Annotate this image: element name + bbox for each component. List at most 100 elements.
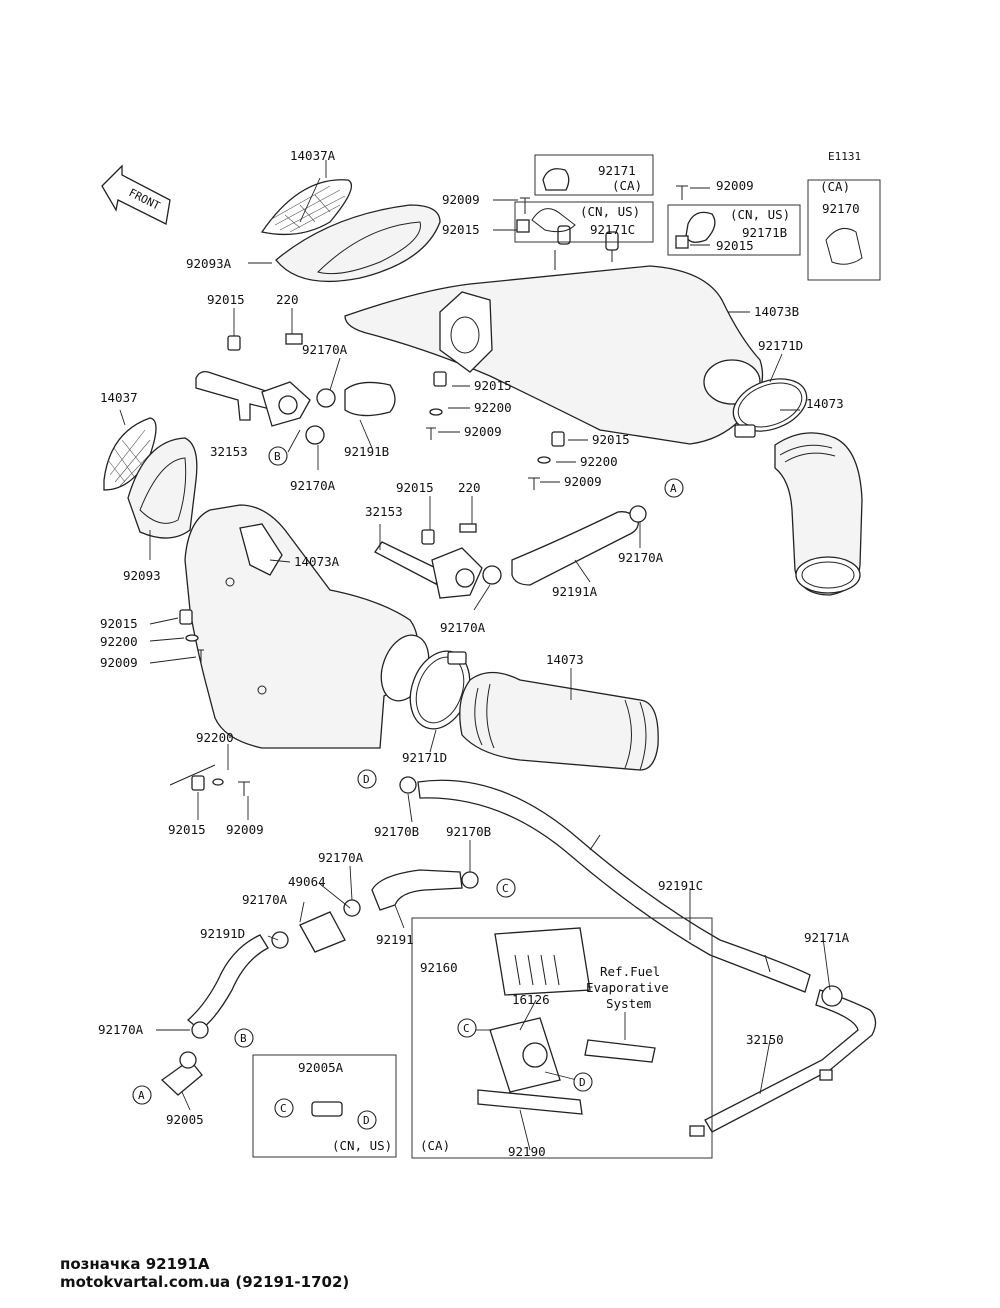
label-92015-h: 92015: [168, 822, 206, 837]
label-92015-e: 92015: [592, 432, 630, 447]
part-92191-hose: [371, 869, 479, 911]
label-92015-f: 92015: [396, 480, 434, 495]
part-92093-inlet-left: [127, 437, 198, 539]
part-92190-hose: [477, 1089, 583, 1115]
label-92170A-g: 92170A: [98, 1022, 144, 1037]
part-92171-ca-clamp: [542, 168, 570, 191]
label-220-b: 220: [458, 480, 481, 495]
label-92009-b: 92009: [716, 178, 754, 193]
label-16126: 16126: [512, 992, 550, 1007]
part-49064-filter: [271, 899, 361, 953]
box-92005A: [252, 1054, 397, 1158]
callout-a-1: A: [664, 478, 684, 498]
svg-text:C: C: [280, 1102, 287, 1115]
box-92171B-cnus: [667, 204, 801, 256]
label-cn-us-1: (CN, US): [580, 204, 640, 219]
label-92009-a: 92009: [442, 192, 480, 207]
hardware-middle: [426, 371, 565, 490]
part-92005A-joint: [311, 1101, 343, 1117]
label-92171D-b: 92171D: [402, 750, 447, 765]
label-92191A: 92191A: [552, 584, 598, 599]
label-92009-f: 92009: [226, 822, 264, 837]
part-92171C-bracket: [531, 208, 576, 233]
label-ref-fuel-2: Evaporative: [586, 980, 669, 995]
box-92170-ca: [807, 179, 881, 281]
callout-a-2: A: [132, 1085, 152, 1105]
label-92160: 92160: [420, 960, 458, 975]
label-92170B-a: 92170B: [374, 824, 419, 839]
label-92171-ca: 92171: [598, 163, 636, 178]
label-92200-b: 92200: [580, 454, 618, 469]
label-92170A-e: 92170A: [318, 850, 364, 865]
label-92170-box: 92170: [822, 201, 860, 216]
label-92093: 92093: [123, 568, 161, 583]
hardware-left: [169, 609, 250, 796]
box-92171-ca: [534, 154, 654, 196]
svg-text:C: C: [502, 882, 509, 895]
label-92170A-a: 92170A: [302, 342, 348, 357]
label-92015-b: 92015: [716, 238, 754, 253]
label-14037: 14037: [100, 390, 138, 405]
callout-b-1: B: [268, 446, 288, 466]
svg-text:D: D: [363, 773, 370, 786]
callout-c-2: C: [457, 1018, 477, 1038]
label-92015-d: 92015: [474, 378, 512, 393]
part-14073-duct-lower: [459, 671, 659, 771]
label-14073A: 14073A: [294, 554, 340, 569]
svg-text:B: B: [274, 450, 281, 463]
label-ca-1: (CA): [612, 178, 642, 193]
label-92171B: 92171B: [742, 225, 787, 240]
part-labels: 14037A 92171 (CA) 92009 (CN, US) 92171C …: [98, 148, 860, 1159]
label-ca-3: (CA): [420, 1138, 450, 1153]
svg-text:D: D: [363, 1114, 370, 1127]
part-92005-fitting: [160, 1021, 209, 1096]
part-14073-elbow-hose: [774, 432, 863, 596]
label-92093A: 92093A: [186, 256, 232, 271]
label-cn-us-2: (CN, US): [730, 207, 790, 222]
label-32150: 32150: [746, 1032, 784, 1047]
callout-d-3: D: [357, 1110, 377, 1130]
label-92191D: 92191D: [200, 926, 245, 941]
part-92093A-inlet: [275, 204, 441, 283]
label-ref-fuel-1: Ref.Fuel: [600, 964, 660, 979]
front-arrow-icon: FRONT: [101, 164, 171, 225]
label-14073-b: 14073: [546, 652, 584, 667]
label-92005A: 92005A: [298, 1060, 344, 1075]
label-92200-c: 92200: [100, 634, 138, 649]
part-32153-breather-pipe-middle: [374, 505, 647, 599]
leader-lines: [119, 160, 831, 1151]
label-14073-a: 14073: [806, 396, 844, 411]
callouts: A A B B C C C D D D: [132, 446, 684, 1130]
label-92170A-d: 92170A: [440, 620, 486, 635]
label-92015-c: 92015: [207, 292, 245, 307]
callout-d-1: D: [357, 769, 377, 789]
part-92171D-clamp-upper: [732, 378, 808, 438]
callout-c-1: C: [496, 878, 516, 898]
label-14073B: 14073B: [754, 304, 799, 319]
label-32153-a: 32153: [210, 444, 248, 459]
label-ref-fuel-3: System: [606, 996, 651, 1011]
callout-b-2: B: [234, 1028, 254, 1048]
label-92191B: 92191B: [344, 444, 389, 459]
footer-caption: позначка 92191A: [60, 1255, 210, 1273]
label-92015-a: 92015: [442, 222, 480, 237]
part-92171B-clamp: [685, 211, 716, 243]
svg-text:D: D: [579, 1076, 586, 1089]
part-16126-valve: [489, 1017, 656, 1093]
label-220-a: 220: [276, 292, 299, 307]
part-92171D-clamp-lower: [409, 650, 471, 730]
box-92171C-cnus: [514, 201, 654, 243]
label-92009-d: 92009: [564, 474, 602, 489]
label-92009-e: 92009: [100, 655, 138, 670]
part-92191D-hose: [187, 934, 269, 1031]
label-ca-2: (CA): [820, 179, 850, 194]
callout-c-3: C: [274, 1098, 294, 1118]
part-32153-breather-pipe-upper: [195, 333, 396, 445]
label-92200-a: 92200: [474, 400, 512, 415]
callout-d-2: D: [573, 1072, 593, 1092]
part-14037-mesh-left: [103, 417, 157, 491]
label-92191: 92191: [376, 932, 414, 947]
svg-text:A: A: [138, 1089, 145, 1102]
label-14037A: 14037A: [290, 148, 336, 163]
svg-text:B: B: [240, 1032, 247, 1045]
